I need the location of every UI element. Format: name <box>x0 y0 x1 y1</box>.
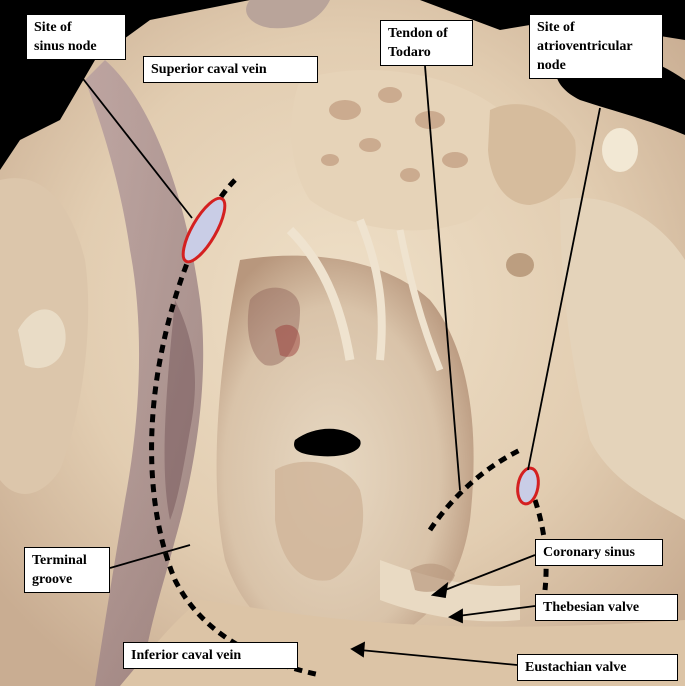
sinus-node-marker <box>181 196 227 264</box>
label-inferior-caval-vein: Inferior caval vein <box>123 642 298 669</box>
label-site-of-sinus-node: Site of sinus node <box>26 14 126 60</box>
label-thebesian-valve: Thebesian valve <box>535 594 678 621</box>
leader-lines <box>79 65 601 569</box>
label-tendon-of-todaro: Tendon of Todaro <box>380 20 473 66</box>
av-node-marker <box>516 466 540 506</box>
arrows <box>350 554 536 666</box>
label-coronary-sinus: Coronary sinus <box>535 539 663 566</box>
label-superior-caval-vein: Superior caval vein <box>143 56 318 83</box>
label-terminal-groove: Terminal groove <box>24 547 110 593</box>
label-site-of-av-node: Site of atrioventricular node <box>529 14 663 79</box>
label-eustachian-valve: Eustachian valve <box>517 654 678 681</box>
